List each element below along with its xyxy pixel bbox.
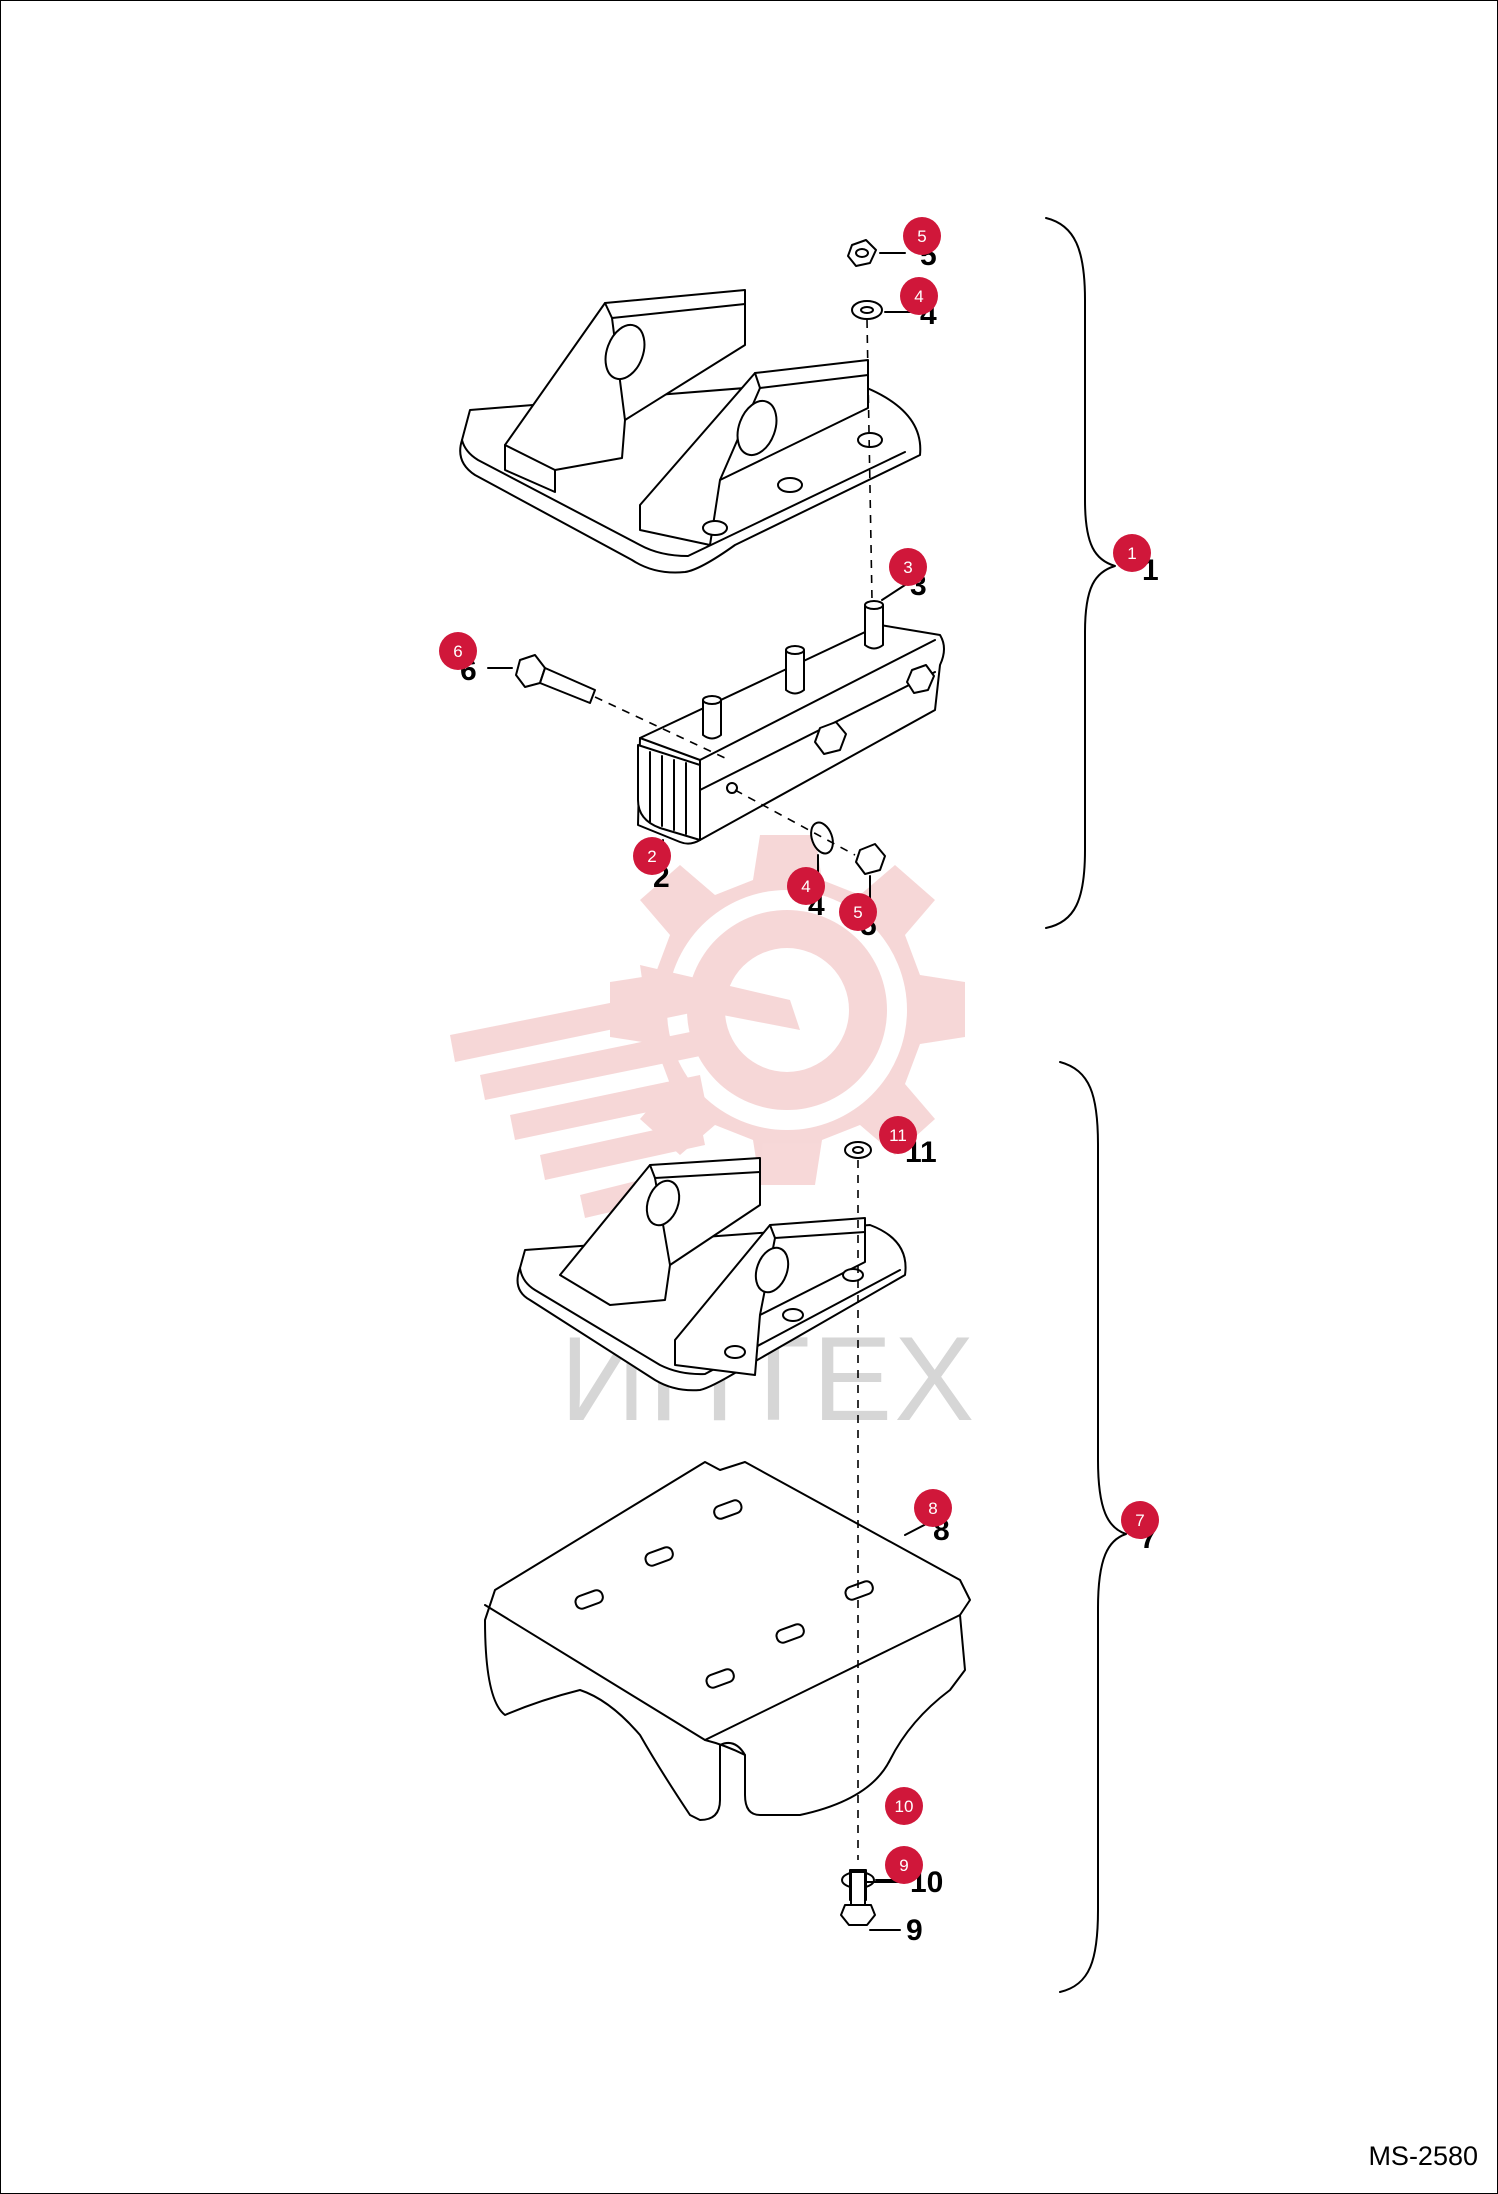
callout-badge[interactable]: 1: [1113, 534, 1151, 572]
svg-text:4: 4: [914, 287, 923, 306]
upper-mount-bracket: [459, 289, 922, 574]
callout-badges: 5 4 3 1 6 2 4 5: [439, 217, 1159, 1884]
pad-slots: [574, 1499, 874, 1689]
brace-group-7: [1059, 1061, 1127, 1993]
drawing-reference-code: MS-2580: [1368, 2141, 1478, 2171]
callout-badge[interactable]: 4: [787, 867, 825, 905]
callout-badge[interactable]: 6: [439, 632, 477, 670]
svg-text:10: 10: [895, 1797, 914, 1816]
svg-text:6: 6: [453, 642, 462, 661]
brace-group-1: [1045, 217, 1116, 929]
rubber-mount-block: [637, 600, 945, 845]
svg-text:11: 11: [889, 1126, 907, 1145]
callout-badge[interactable]: 5: [839, 893, 877, 931]
frame-pad: [484, 1461, 971, 1821]
svg-text:2: 2: [647, 847, 656, 866]
watermark-logo: [450, 835, 965, 1218]
callout-badge[interactable]: 10: [885, 1787, 923, 1825]
svg-text:5: 5: [853, 903, 862, 922]
svg-text:9: 9: [899, 1856, 908, 1875]
callout-badge[interactable]: 9: [885, 1846, 923, 1884]
svg-text:3: 3: [903, 558, 912, 577]
callout-badge[interactable]: 11: [879, 1116, 917, 1154]
svg-text:1: 1: [1127, 544, 1136, 563]
svg-text:9: 9: [906, 1914, 923, 1947]
callout-badge[interactable]: 7: [1121, 1501, 1159, 1539]
svg-text:8: 8: [928, 1499, 937, 1518]
svg-text:4: 4: [801, 877, 810, 896]
callout-badge[interactable]: 4: [900, 277, 938, 315]
hardware-lower: [840, 1141, 876, 1926]
svg-text:5: 5: [917, 227, 926, 246]
hardware-upper: [515, 239, 886, 875]
callout-badge[interactable]: 8: [914, 1489, 952, 1527]
svg-text:7: 7: [1135, 1511, 1144, 1530]
callout-badge[interactable]: 5: [903, 217, 941, 255]
lower-mount-bracket: [516, 1157, 907, 1392]
callout-badge[interactable]: 3: [889, 548, 927, 586]
callout-badge[interactable]: 2: [633, 837, 671, 875]
